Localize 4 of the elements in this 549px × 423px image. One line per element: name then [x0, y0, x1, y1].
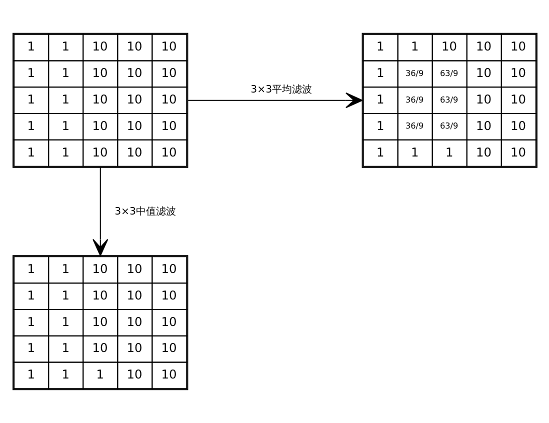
- edge-label: 3×3平均滤波: [250, 84, 312, 96]
- arrow: [92, 167, 108, 256]
- arrow: [188, 92, 362, 108]
- edge-label: 3×3中值滤波: [114, 206, 176, 218]
